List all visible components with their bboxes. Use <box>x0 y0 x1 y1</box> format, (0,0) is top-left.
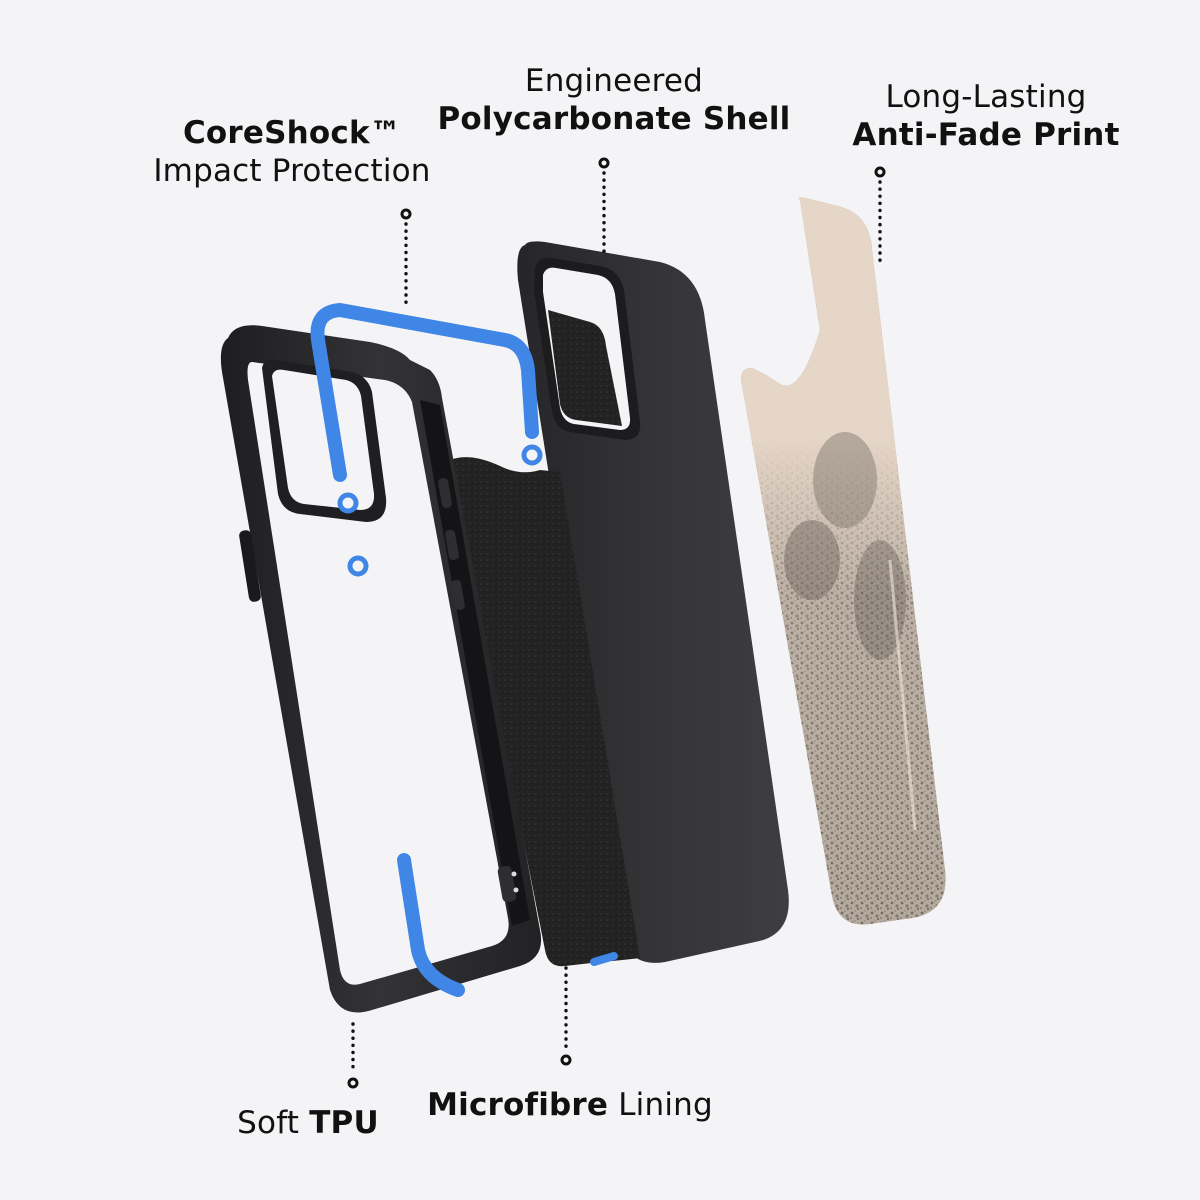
shell-subtitle: Engineered <box>524 63 704 99</box>
polycarbonate-shell <box>517 241 789 963</box>
callout-microfibre: Microfibre Lining <box>420 1086 720 1124</box>
microfibre-suffix: Lining <box>608 1087 713 1123</box>
tpu-title: TPU <box>309 1105 379 1141</box>
coreshock-title: CoreShock™ <box>182 115 402 151</box>
microfibre-title: Microfibre <box>427 1087 609 1123</box>
tpu-prefix: Soft <box>237 1105 310 1141</box>
callout-tpu: Soft TPU <box>218 1104 398 1142</box>
microfibre-lining <box>450 457 640 967</box>
coreshock-subtitle: Impact Protection <box>153 153 431 189</box>
shell-title: Polycarbonate Shell <box>437 101 791 137</box>
print-title: Anti-Fade Print <box>852 117 1120 153</box>
print-subtitle: Long-Lasting <box>885 79 1087 115</box>
print-panel <box>741 197 946 925</box>
callout-leaders <box>347 157 886 1089</box>
callout-shell: Engineered Polycarbonate Shell <box>434 62 794 138</box>
tpu-frame <box>220 325 542 1013</box>
callout-print: Long-Lasting Anti-Fade Print <box>846 78 1126 154</box>
coreshock-inserts <box>310 303 618 997</box>
callout-coreshock: CoreShock™ Impact Protection <box>142 114 442 190</box>
